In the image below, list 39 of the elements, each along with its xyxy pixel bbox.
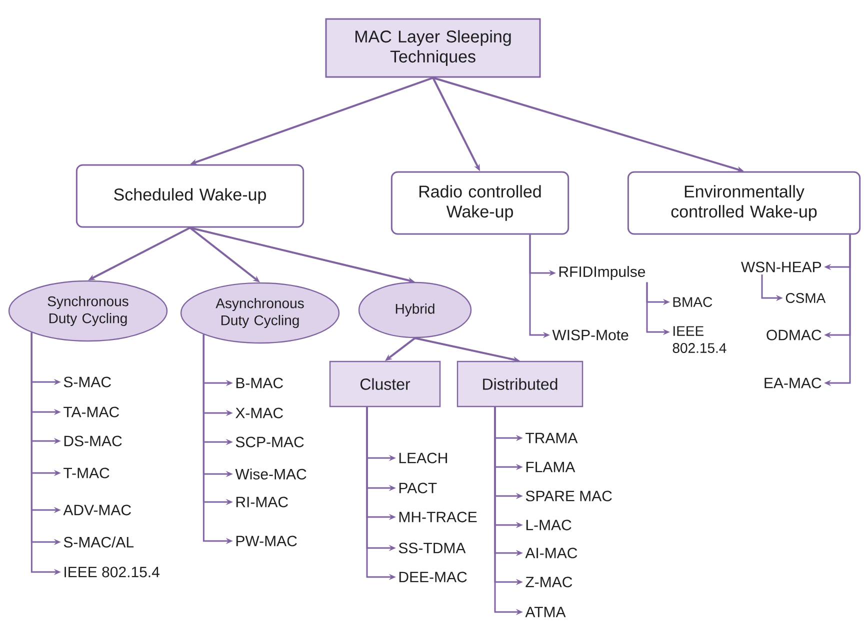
protocol-label: LEACH <box>399 452 447 464</box>
protocol-label: EA-MAC <box>764 378 822 388</box>
protocol-label: RFIDImpulse <box>559 266 646 280</box>
protocol-label: S-MAC <box>64 376 111 388</box>
protocol-label: BMAC <box>673 297 712 307</box>
protocol-label: DEE-MAC <box>399 572 467 582</box>
protocol-label: FLAMA <box>526 462 576 472</box>
category-box: Distributed <box>456 360 584 408</box>
protocol-label: RI-MAC <box>236 496 288 508</box>
protocol-label: ADV-MAC <box>63 504 131 516</box>
protocol-label: T-MAC <box>64 468 110 478</box>
protocol-label: Z-MAC <box>526 576 572 588</box>
protocol-label: PW-MAC <box>236 536 297 546</box>
protocol-label: MH-TRACE <box>399 512 477 522</box>
protocol-label: WSN-HEAP <box>741 262 821 272</box>
protocol-label: TA-MAC <box>64 406 120 418</box>
category-box: Cluster <box>329 360 441 408</box>
category-box: Radio controlled Wake-up <box>390 171 570 235</box>
protocol-label: DS-MAC <box>64 436 122 446</box>
protocol-label: SCP-MAC <box>236 436 304 448</box>
protocol-label: CSMA <box>786 293 826 303</box>
protocol-label: IEEE 802.15.4 <box>64 566 160 578</box>
protocol-label: IEEE 802.15.4 <box>672 326 726 353</box>
protocol-label: B-MAC <box>236 378 283 388</box>
protocol-label: ATMA <box>525 606 566 618</box>
category-box: Environmentally controlled Wake-up <box>627 171 861 235</box>
protocol-label: TRAMA <box>526 432 578 444</box>
protocol-label: S-MAC/AL <box>64 536 134 548</box>
category-box: Scheduled Wake-up <box>76 164 304 228</box>
protocol-label: ODMAC <box>766 330 822 340</box>
category-box: MAC Layer Sleeping Techniques <box>325 18 541 78</box>
protocol-label: SPARE MAC <box>526 490 612 502</box>
protocol-label: PACT <box>399 482 437 494</box>
protocol-label: AI-MAC <box>525 548 578 558</box>
protocol-label: SS-TDMA <box>398 542 466 554</box>
protocol-label: WISP-Mote <box>552 330 628 340</box>
protocol-label: X-MAC <box>236 408 283 418</box>
protocol-label: Wise-MAC <box>235 468 306 480</box>
protocol-label: L-MAC <box>526 520 572 530</box>
